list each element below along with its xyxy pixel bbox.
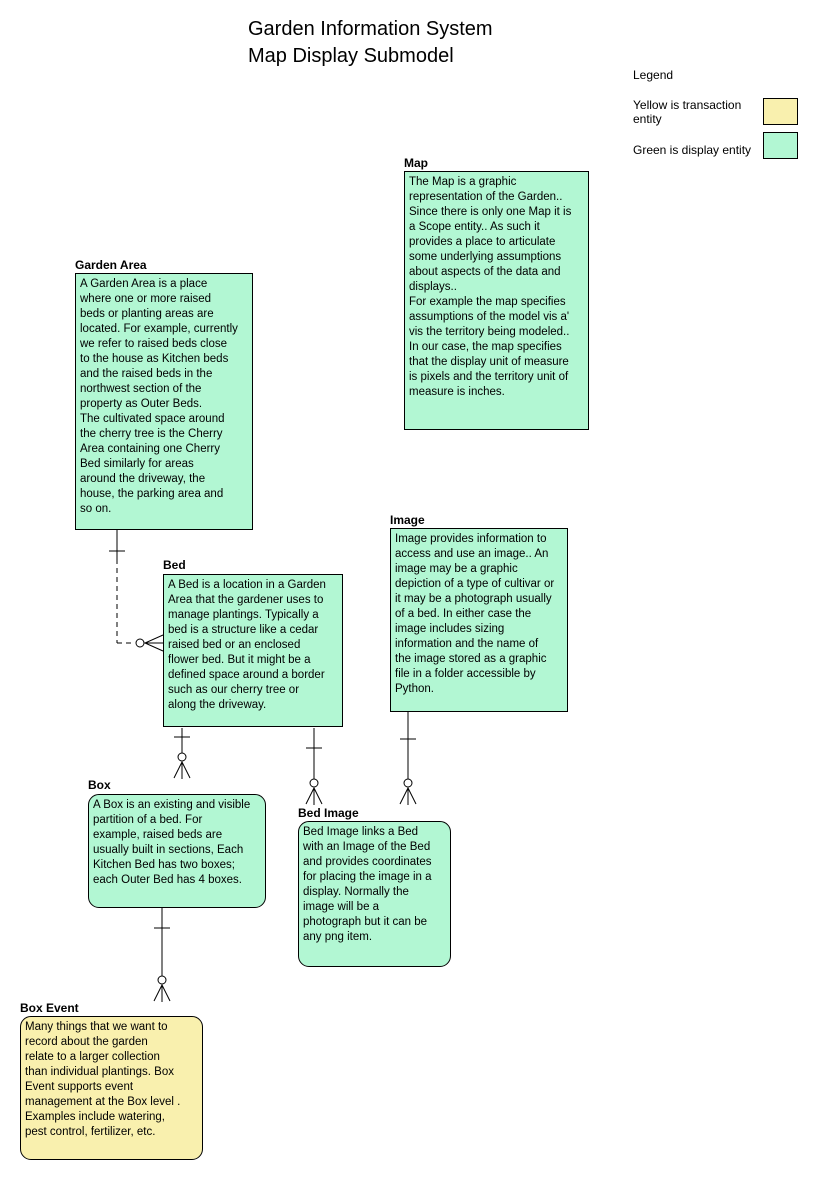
- crows-foot: [143, 634, 164, 652]
- entity-garden-area-label: Garden Area: [75, 258, 147, 272]
- entity-bed-image: Bed Image links a Bed with an Image of t…: [298, 821, 451, 967]
- cardinality-zero-circle: [309, 778, 319, 788]
- entity-bed: A Bed is a location in a Garden Area tha…: [163, 574, 343, 727]
- crows-foot: [399, 786, 417, 805]
- connector-gardenarea-bed: [109, 530, 164, 652]
- crows-foot: [153, 983, 171, 1002]
- legend-item-display-label: Green is display entity: [633, 143, 752, 157]
- entity-box: A Box is an existing and visible partiti…: [88, 794, 266, 908]
- cardinality-zero-circle: [135, 638, 145, 648]
- legend-swatch-yellow: [763, 98, 798, 125]
- connector-box-boxevent: [153, 908, 171, 1002]
- connector-bed-box: [173, 728, 191, 779]
- entity-box-event-label: Box Event: [20, 1001, 79, 1015]
- entity-map: The Map is a graphic representation of t…: [404, 171, 589, 430]
- connector-image-bedimage: [399, 712, 417, 805]
- diagram-title-line1: Garden Information System: [248, 18, 493, 40]
- connector-bed-bedimage: [305, 728, 323, 805]
- entity-bed-label: Bed: [163, 558, 186, 572]
- crows-foot: [173, 760, 191, 779]
- legend-item-transaction-label: Yellow is transaction entity: [633, 98, 742, 126]
- legend-heading: Legend: [633, 68, 674, 82]
- cardinality-zero-circle: [403, 778, 413, 788]
- entity-image-label: Image: [390, 513, 425, 527]
- entity-box-event: Many things that we want to record about…: [20, 1016, 203, 1160]
- entity-image: Image provides information to access and…: [390, 528, 568, 712]
- entity-map-label: Map: [404, 156, 428, 170]
- diagram-title-line2: Map Display Submodel: [248, 45, 454, 67]
- diagram-title: Garden Information System Map Display Su…: [248, 16, 493, 70]
- entity-box-label: Box: [88, 778, 111, 792]
- crows-foot: [305, 786, 323, 805]
- entity-garden-area: A Garden Area is a place where one or mo…: [75, 273, 253, 530]
- entity-bed-image-label: Bed Image: [298, 806, 359, 820]
- cardinality-zero-circle: [177, 752, 187, 762]
- legend-swatch-green: [763, 132, 798, 159]
- cardinality-zero-circle: [157, 975, 167, 985]
